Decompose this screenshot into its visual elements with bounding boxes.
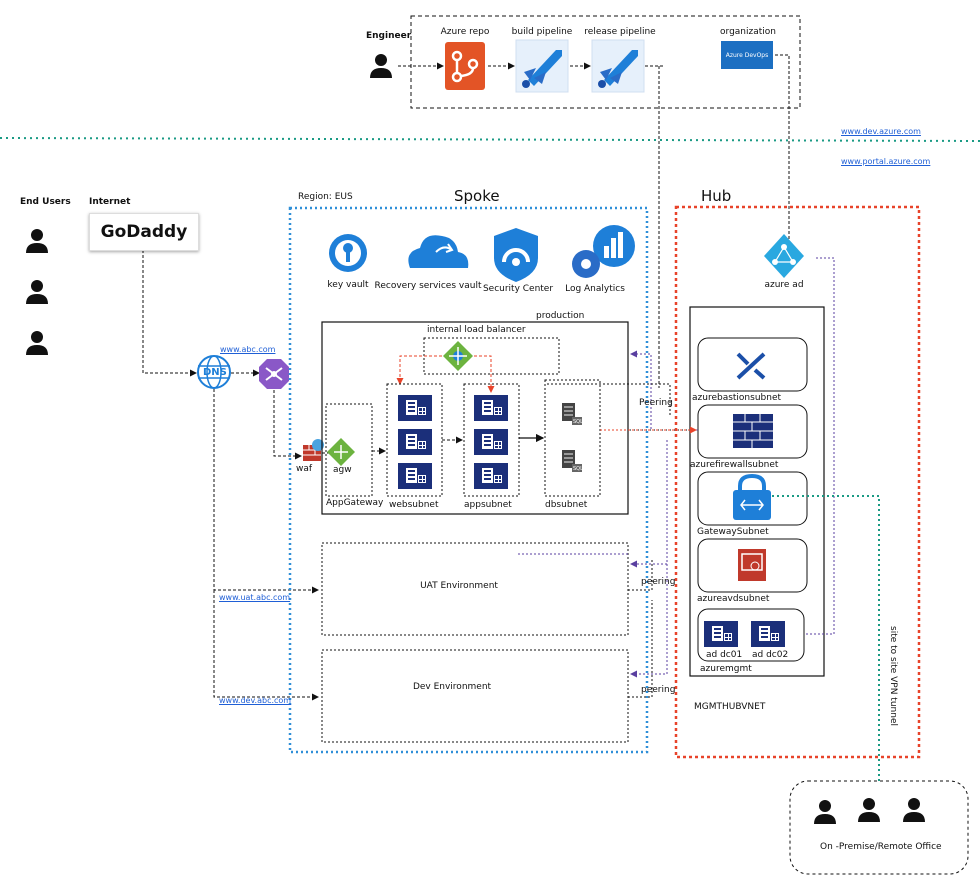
engineer-label: Engineer: [366, 31, 412, 41]
end-users-label: End Users: [20, 197, 71, 207]
green-separator: [0, 137, 980, 142]
azure-ad-label: azure ad: [764, 280, 804, 290]
key-vault-label: key vault: [327, 280, 369, 290]
spoke-title: Spoke: [454, 187, 500, 205]
dev-azure-link[interactable]: www.dev.azure.com: [841, 127, 921, 136]
dns-icon: [197, 355, 231, 389]
uat-abc-link[interactable]: www.uat.abc.com: [219, 593, 291, 602]
front-door-icon: [259, 359, 289, 389]
appsubnet-box: [463, 383, 520, 497]
firewall-label: azurefirewallsubnet: [690, 460, 779, 470]
production-box: [321, 321, 629, 515]
security-center-label: Security Center: [482, 284, 554, 294]
ilb-label: internal load balancer: [427, 325, 526, 335]
app-vm-icon-2: [474, 429, 508, 455]
appsubnet-label: appsubnet: [464, 500, 512, 510]
appgateway-box: [325, 403, 373, 497]
devops-box: [410, 15, 801, 109]
abc-link[interactable]: www.abc.com: [220, 345, 276, 354]
websubnet-label: websubnet: [389, 500, 439, 510]
waf-label: waf: [296, 464, 313, 474]
hub-boundary: [674, 205, 921, 759]
web-vm-icon-1: [398, 395, 432, 421]
bastion-icon: [736, 352, 766, 380]
gateway-label: GatewaySubnet: [697, 527, 769, 537]
godaddy-logo: GoDaddy: [89, 213, 199, 251]
uat-box: [321, 542, 629, 636]
avd-icon: [738, 549, 766, 581]
production-label: production: [536, 311, 585, 321]
mgmthubvnet-label: MGMTHUBVNET: [694, 702, 766, 712]
dc02-label: ad dc02: [752, 650, 789, 660]
app-vm-icon-1: [474, 395, 508, 421]
release-pipeline-label: release pipeline: [584, 27, 656, 37]
bastion-label: azurebastionsubnet: [692, 393, 782, 403]
build-pipeline-icon: [515, 39, 569, 93]
organization-label: organization: [720, 27, 776, 37]
end-user-icon-3: [26, 331, 48, 355]
db-tag-1: SQL: [573, 419, 583, 425]
region-label: Region: EUS: [298, 192, 353, 202]
vpn-tunnel-label: site to site VPN tunnel: [888, 626, 898, 726]
agw-label: agw: [333, 465, 352, 475]
end-user-icon-2: [26, 280, 48, 304]
azure-ad-icon: [764, 234, 804, 278]
dev-environment-label: Dev Environment: [412, 682, 492, 692]
internal-load-balancer-icon: [443, 341, 473, 371]
peering-label-1: Peering: [639, 398, 673, 408]
avd-label: azureavdsubnet: [697, 594, 770, 604]
firewall-icon: [733, 414, 773, 448]
key-vault-icon: [329, 234, 367, 272]
web-vm-icon-2: [398, 429, 432, 455]
dbsubnet-label: dbsubnet: [545, 500, 588, 510]
internet-label: Internet: [89, 197, 131, 207]
azure-repo-label: Azure repo: [440, 27, 490, 37]
mgmthubvnet-box: [689, 306, 825, 677]
ad-dc01-icon: [704, 621, 738, 647]
hub-title: Hub: [701, 187, 732, 205]
dev-box: [321, 649, 629, 743]
azure-devops-badge: Azure DevOps: [721, 41, 773, 69]
log-analytics-label: Log Analytics: [565, 284, 625, 294]
db-tag-2: SQL: [573, 466, 583, 472]
dns-label: DNS: [203, 367, 227, 378]
peering-label-2: peering: [641, 577, 676, 587]
log-analytics-icon: [572, 225, 635, 278]
recovery-vault-label: Recovery services vault: [374, 281, 482, 291]
build-pipeline-label: build pipeline: [511, 27, 573, 37]
dbsubnet-box: [544, 379, 601, 497]
portal-azure-link[interactable]: www.portal.azure.com: [841, 157, 931, 166]
on-premise-box: [789, 780, 969, 875]
azure-repo-icon: [445, 42, 485, 90]
spoke-boundary: [288, 206, 649, 754]
on-premise-label: On -Premise/Remote Office: [820, 842, 942, 852]
uat-environment-label: UAT Environment: [420, 581, 498, 591]
recovery-vault-icon: [408, 235, 469, 268]
gateway-lock-icon: [733, 473, 771, 520]
websubnet-box: [386, 383, 443, 497]
mgmt-label: azuremgmt: [700, 664, 752, 674]
dev-abc-link[interactable]: www.dev.abc.com: [219, 696, 292, 705]
web-vm-icon-3: [398, 463, 432, 489]
security-center-icon: [494, 228, 538, 282]
agw-icon: [327, 438, 355, 466]
appgateway-label: AppGateway: [326, 498, 384, 508]
ad-dc02-icon: [751, 621, 785, 647]
peering-label-3: peering: [641, 685, 676, 695]
app-vm-icon-3: [474, 463, 508, 489]
release-pipeline-icon: [591, 39, 645, 93]
dc01-label: ad dc01: [706, 650, 743, 660]
waf-icon: [303, 439, 324, 461]
engineer-icon: [370, 54, 392, 78]
end-user-icon-1: [26, 229, 48, 253]
